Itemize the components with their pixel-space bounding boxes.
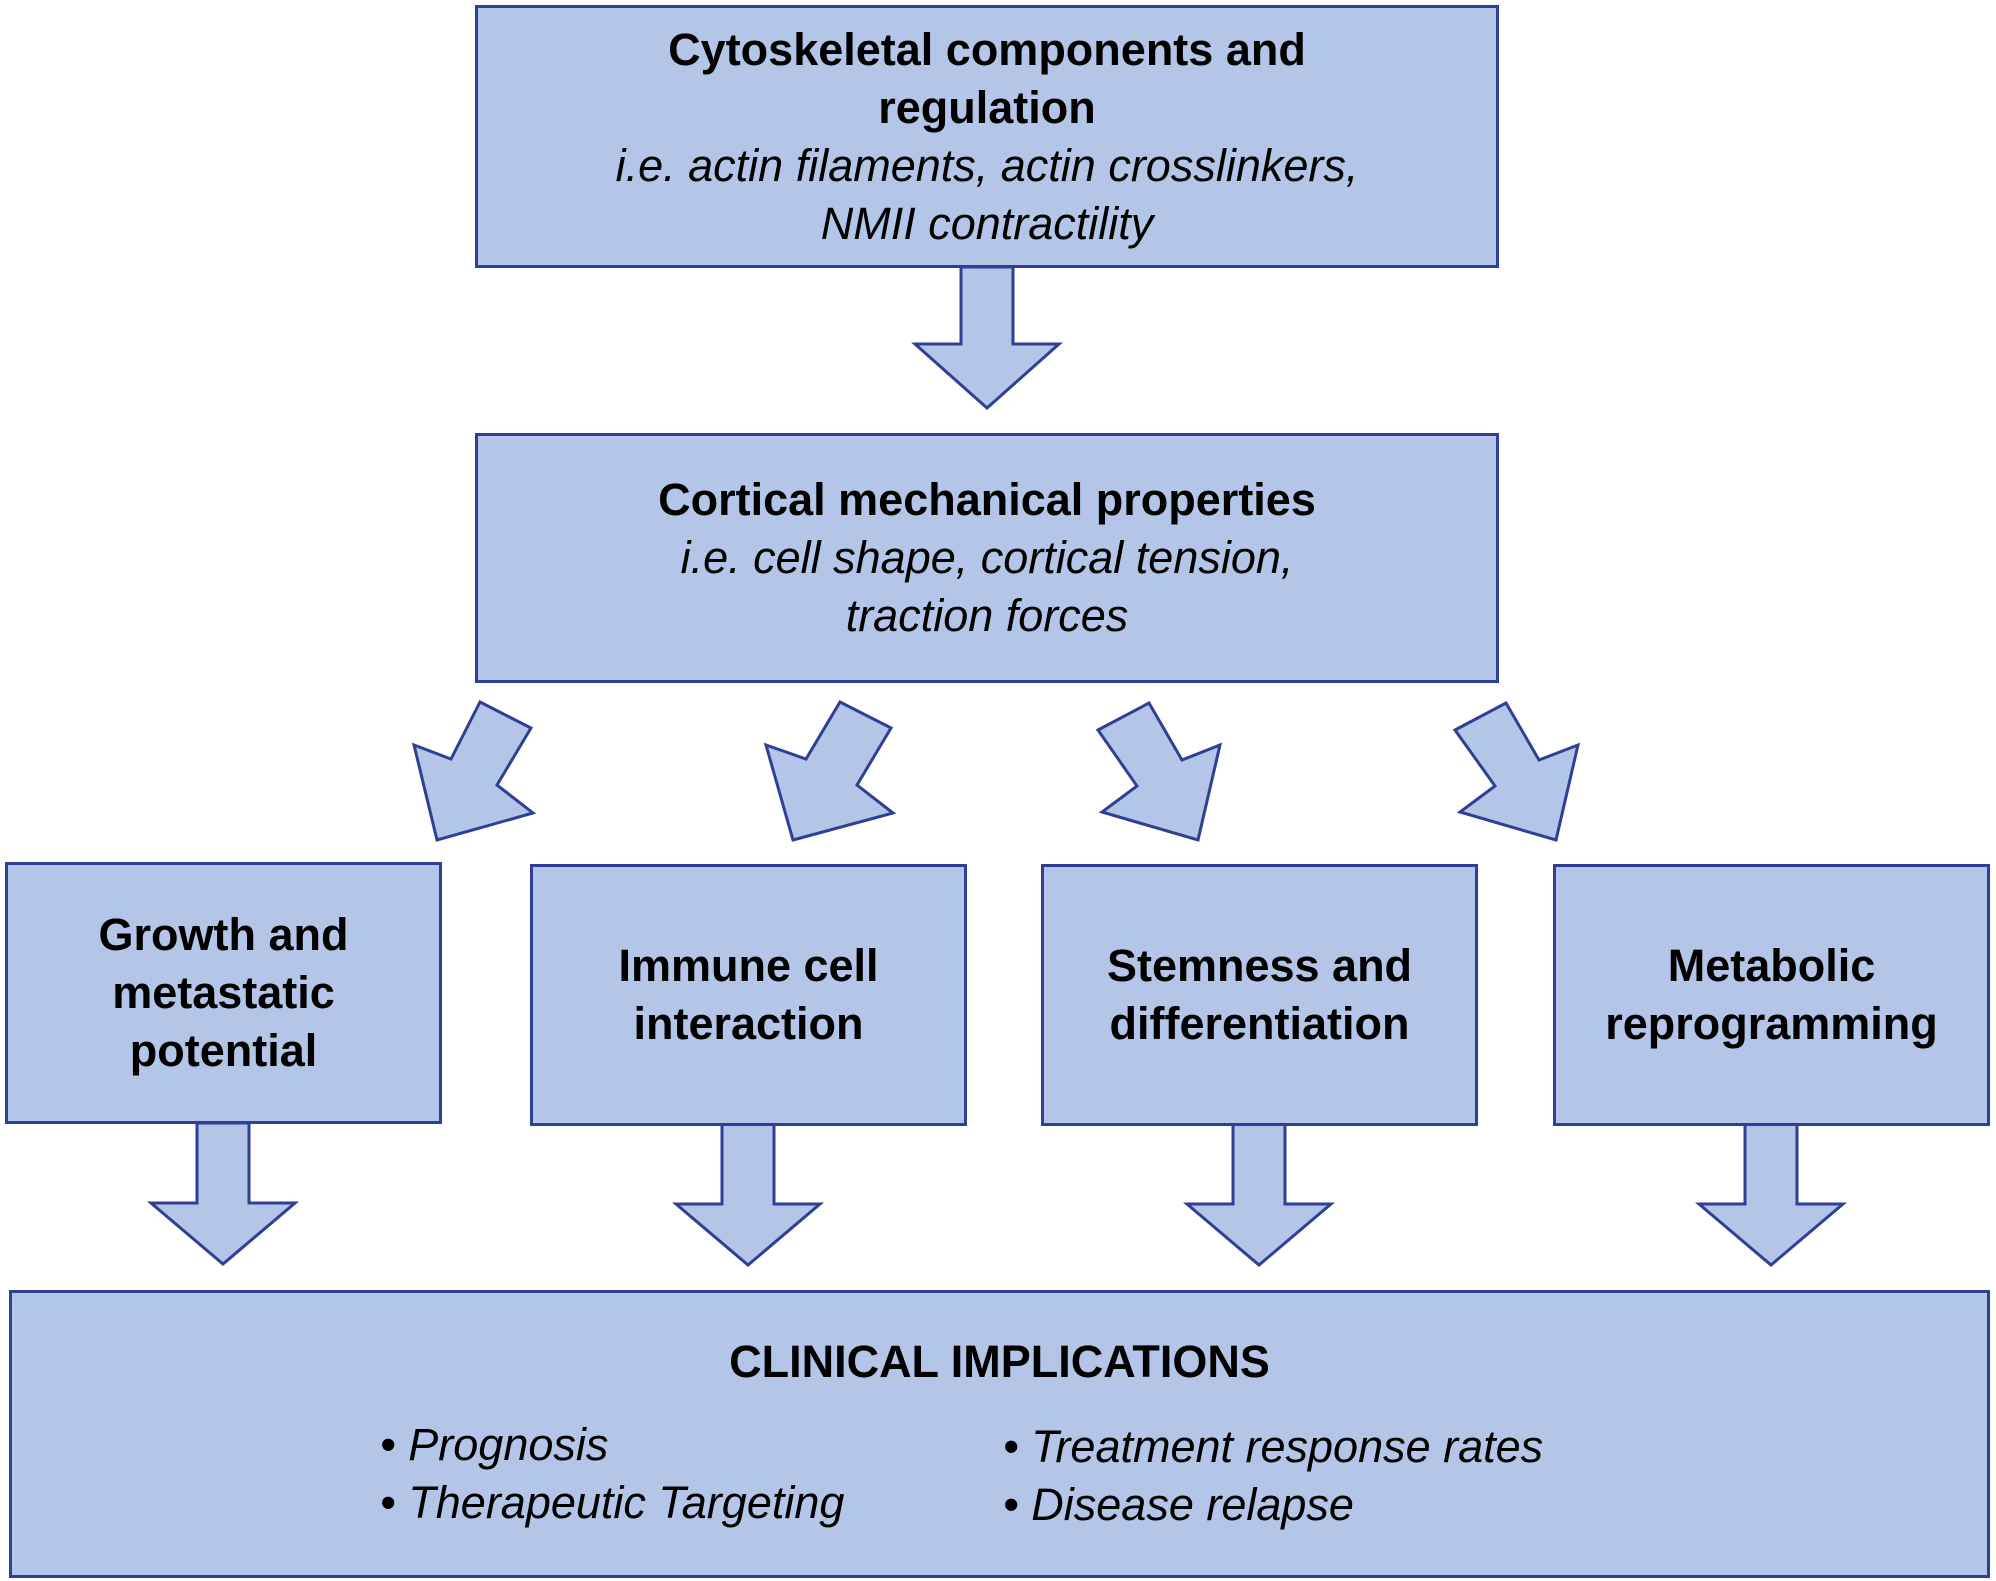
clinical-bullets-left: • Prognosis • Therapeutic Targeting (380, 1416, 844, 1532)
arrow-down-2 (671, 1122, 825, 1267)
cytoskeletal-title-line1: Cytoskeletal components and (668, 23, 1306, 75)
immune-line1: Immune cell (618, 940, 879, 991)
bullet-marker: • (1003, 1479, 1019, 1530)
stemness-line1: Stemness and (1106, 940, 1413, 991)
cytoskeletal-subtitle-line1: i.e. actin filaments, actin crosslinkers… (615, 139, 1359, 191)
bullet-item: • Disease relapse (1003, 1476, 1543, 1534)
arrow-down-top (911, 265, 1063, 411)
cortical-subtitle-line2: traction forces (845, 590, 1129, 641)
cytoskeletal-subtitle-line2: NMII contractility (820, 197, 1154, 249)
bullet-marker: • (380, 1419, 396, 1470)
growth-box: Growth and metastatic potential (5, 862, 442, 1124)
immune-line2: interaction (633, 998, 864, 1049)
arrow-diagonal-2 (763, 700, 897, 842)
clinical-bullets-right: • Treatment response rates • Disease rel… (1003, 1418, 1543, 1534)
cortical-title: Cortical mechanical properties (658, 474, 1316, 525)
metabolic-line1: Metabolic (1667, 940, 1876, 991)
arrow-down-1 (146, 1121, 300, 1266)
arrow-diagonal-4 (1452, 700, 1581, 842)
bullet-therapeutic-targeting: Therapeutic Targeting (408, 1477, 845, 1528)
arrow-diagonal-3 (1095, 700, 1223, 842)
stemness-line2: differentiation (1109, 998, 1410, 1049)
clinical-title: CLINICAL IMPLICATIONS (729, 1336, 1270, 1387)
growth-line2: metastatic (112, 967, 335, 1018)
arrow-down-4 (1694, 1122, 1848, 1267)
bullet-item: • Therapeutic Targeting (380, 1474, 844, 1532)
metabolic-line2: reprogramming (1605, 998, 1938, 1049)
metabolic-box: Metabolic reprogramming (1553, 864, 1990, 1126)
bullet-item: • Treatment response rates (1003, 1418, 1543, 1476)
growth-line1: Growth and (98, 909, 349, 960)
growth-line3: potential (129, 1025, 318, 1076)
clinical-box: CLINICAL IMPLICATIONS (9, 1290, 1990, 1578)
bullet-treatment-response: Treatment response rates (1031, 1421, 1544, 1472)
cortical-box: Cortical mechanical properties i.e. cell… (475, 433, 1499, 683)
cytoskeletal-box: Cytoskeletal components and regulation i… (475, 5, 1499, 268)
stemness-box: Stemness and differentiation (1041, 864, 1478, 1126)
cytoskeletal-title-line2: regulation (878, 81, 1096, 133)
immune-box: Immune cell interaction (530, 864, 967, 1126)
arrow-diagonal-1 (411, 699, 537, 842)
bullet-disease-relapse: Disease relapse (1031, 1479, 1354, 1530)
cortical-subtitle-line1: i.e. cell shape, cortical tension, (680, 532, 1294, 583)
bullet-marker: • (380, 1477, 396, 1528)
arrow-down-3 (1182, 1122, 1336, 1267)
bullet-item: • Prognosis (380, 1416, 844, 1474)
bullet-prognosis: Prognosis (408, 1419, 609, 1470)
bullet-marker: • (1003, 1421, 1019, 1472)
